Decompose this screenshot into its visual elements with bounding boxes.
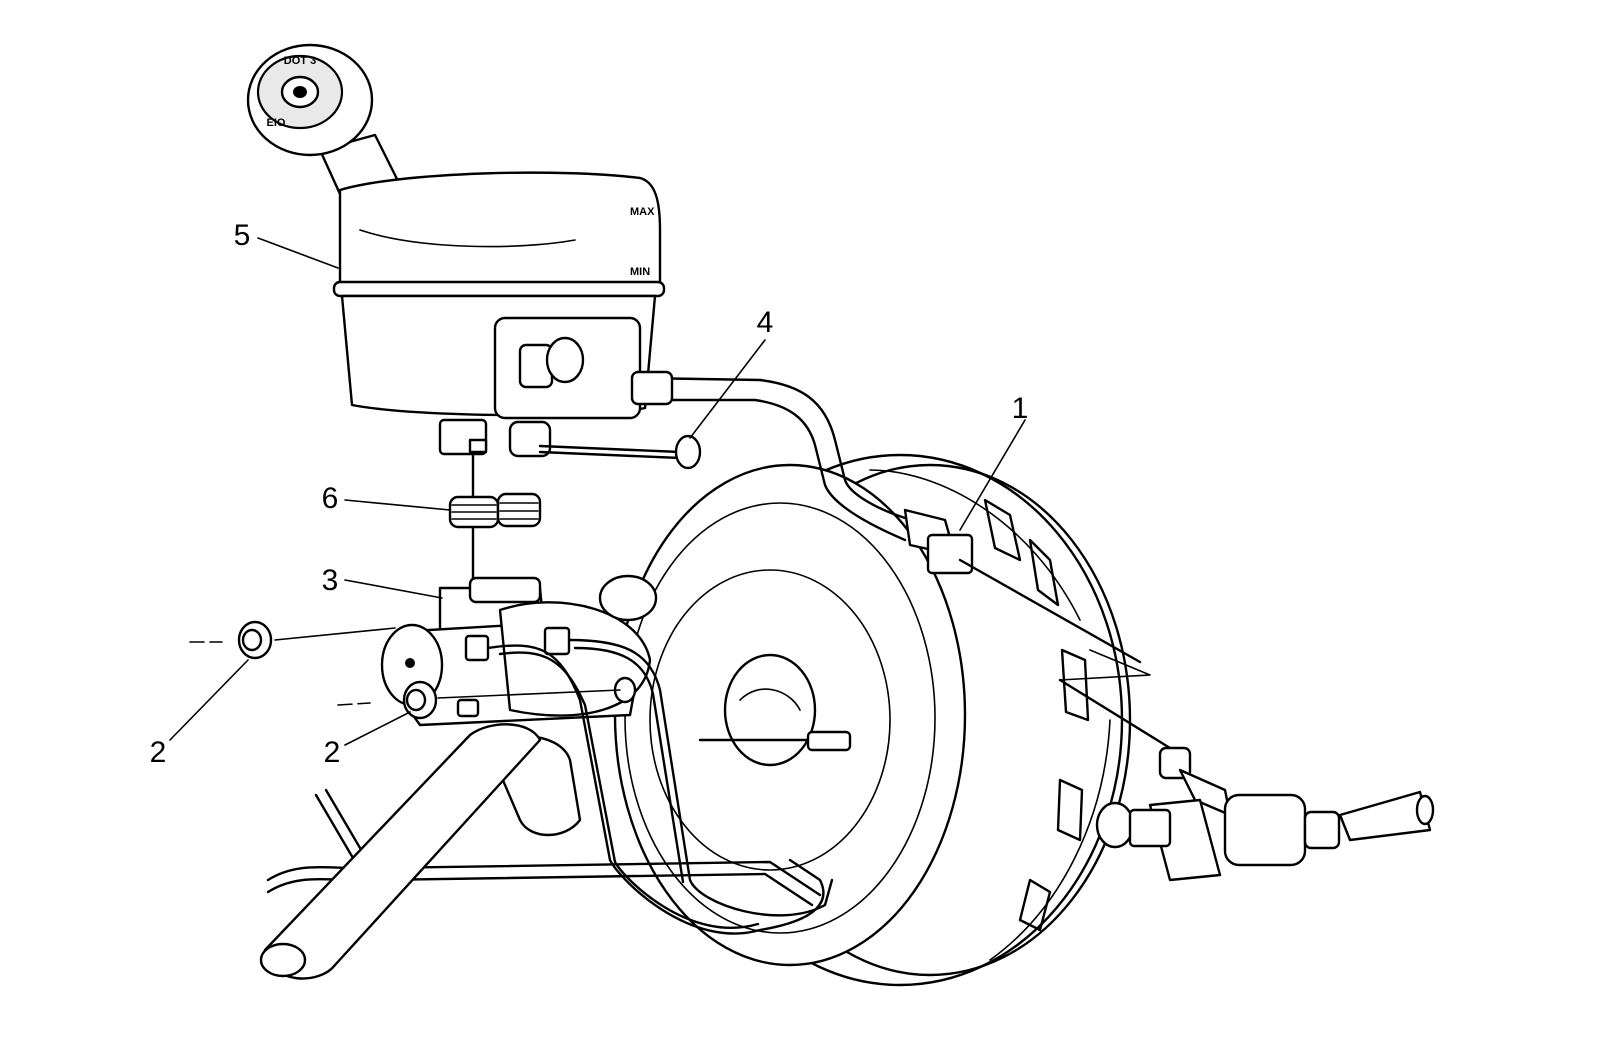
reservoir-outlet-hose [630, 370, 974, 575]
clutch-cylinder [958, 558, 1435, 882]
leader-1 [959, 419, 1026, 531]
cap-marking-text-2: EIO [267, 117, 286, 129]
fluid-reservoir: DOT 3 EIO MAX MIN [246, 43, 666, 458]
reservoir-max-mark: MAX [630, 206, 655, 218]
callout-4: 4 [757, 306, 774, 339]
leader-3 [344, 579, 443, 599]
leader-2a [169, 659, 249, 741]
leader-4 [689, 339, 766, 439]
cap-marking-text: DOT 3 [284, 55, 316, 67]
mounting-nuts [189, 620, 621, 720]
callout-leaders [169, 237, 1026, 746]
retaining-pin [538, 434, 702, 470]
reservoir-grommets [448, 452, 542, 587]
vacuum-hose [259, 723, 542, 980]
leader-5 [257, 237, 339, 269]
reservoir-min-mark: MIN [630, 266, 650, 278]
brake-booster [613, 453, 1151, 987]
leader-2b [344, 711, 411, 746]
callout-3: 3 [322, 564, 339, 597]
callout-1: 1 [1012, 392, 1029, 425]
callout-5: 5 [234, 219, 251, 252]
callout-2-right: 2 [324, 736, 341, 769]
leader-6 [344, 499, 451, 511]
callout-labels: 1 2 2 3 4 5 6 [150, 219, 1029, 769]
callout-6: 6 [322, 482, 339, 515]
callout-2-left: 2 [150, 736, 167, 769]
